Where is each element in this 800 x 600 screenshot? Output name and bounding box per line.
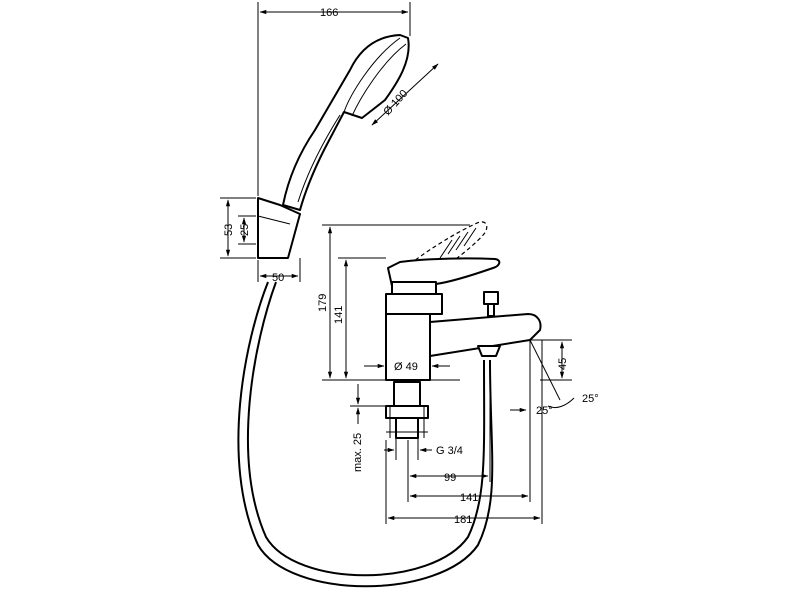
dim-25-degree: 25° xyxy=(536,405,553,417)
dim-25-degree-2: 25° xyxy=(582,393,599,405)
shower-holder xyxy=(257,197,301,259)
hand-shower xyxy=(282,34,410,211)
lever xyxy=(387,257,501,287)
dim-166: 166 xyxy=(320,7,338,19)
dim-45: 45 xyxy=(557,358,569,370)
dim-99: 99 xyxy=(444,472,456,484)
dim-181: 181 xyxy=(454,514,472,526)
dim-25-holder: 25 xyxy=(239,224,251,236)
spout xyxy=(429,313,542,357)
dim-179: 179 xyxy=(317,294,329,312)
bath-mixer xyxy=(350,221,542,439)
diverter-knob xyxy=(483,291,499,305)
cartridge-cap xyxy=(391,281,437,295)
dim-53: 53 xyxy=(223,224,235,236)
fixing-nut xyxy=(385,405,429,419)
dim-body-diameter: Ø 49 xyxy=(394,361,418,373)
dim-141-vertical: 141 xyxy=(333,306,345,324)
dim-max-25: max. 25 xyxy=(352,433,364,472)
dim-141-horizontal: 141 xyxy=(460,492,478,504)
dimension-lines xyxy=(220,2,575,524)
shower-hose xyxy=(237,281,494,588)
dim-g34: G 3/4 xyxy=(436,445,463,457)
dim-50: 50 xyxy=(272,272,284,284)
